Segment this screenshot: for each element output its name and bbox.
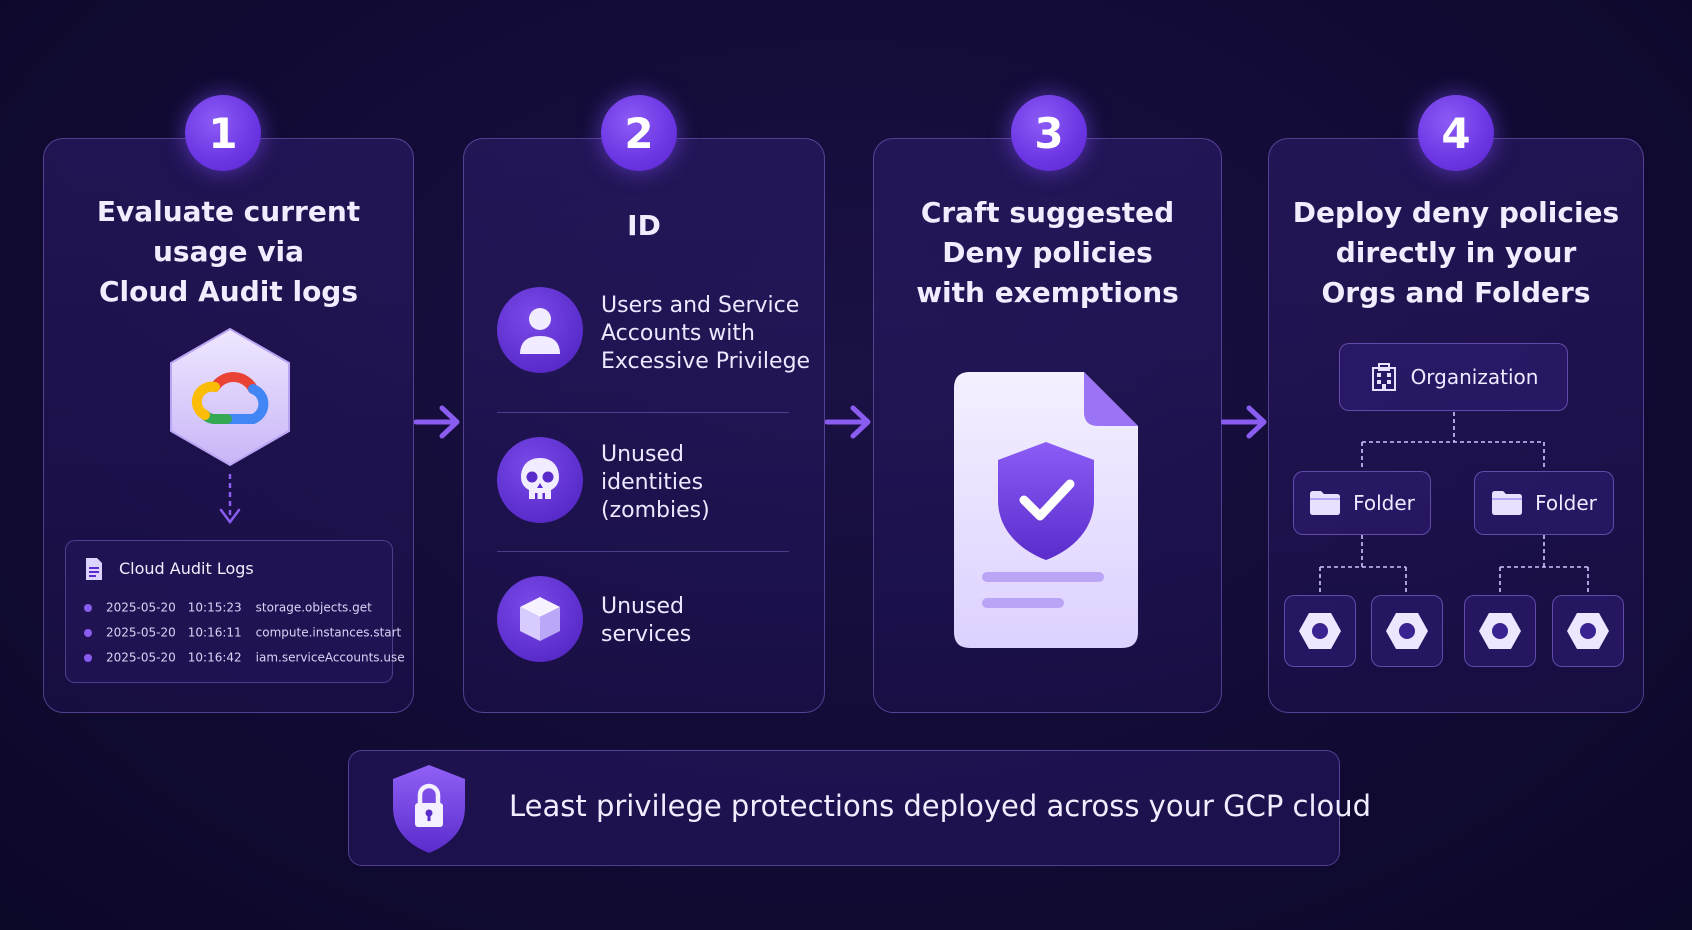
resource-node	[1552, 595, 1624, 667]
step-3-badge: 3	[1011, 95, 1087, 171]
organization-node: Organization	[1339, 343, 1568, 411]
step-1-badge: 1	[185, 95, 261, 171]
step-number: 3	[1034, 108, 1064, 158]
google-cloud-icon	[170, 327, 290, 467]
step-4-title: Deploy deny policies directly in your Or…	[1292, 196, 1620, 309]
cube-icon	[520, 597, 560, 641]
audit-log-title: Cloud Audit Logs	[119, 559, 254, 578]
bullet-icon	[84, 653, 92, 662]
identity-icon-circle	[497, 287, 583, 373]
step-number: 2	[624, 108, 654, 158]
arrow-right-icon	[414, 405, 460, 439]
bullet-icon	[84, 603, 92, 612]
folder-node: Folder	[1474, 471, 1614, 535]
folder-icon	[1492, 491, 1523, 515]
resource-node	[1464, 595, 1536, 667]
node-label: Folder	[1535, 491, 1597, 515]
step-2-title: ID	[627, 209, 661, 242]
divider	[497, 412, 789, 413]
down-arrow-icon	[219, 474, 241, 525]
summary-text: Least privilege protections deployed acr…	[509, 789, 1372, 823]
hexagon-nut-icon	[1386, 613, 1428, 649]
identity-label: Users and Service Accounts with Excessiv…	[601, 293, 811, 374]
arrow-right-icon	[1221, 405, 1267, 439]
step-4-badge: 4	[1418, 95, 1494, 171]
building-icon	[1371, 363, 1396, 391]
hexagon-nut-icon	[1567, 613, 1609, 649]
resource-node	[1284, 595, 1356, 667]
resource-node	[1371, 595, 1443, 667]
skull-icon	[521, 458, 559, 499]
step-1-title: Evaluate current usage via Cloud Audit l…	[96, 195, 361, 308]
hierarchy-connectors	[1319, 412, 1589, 595]
folder-node: Folder	[1293, 471, 1431, 535]
bullet-icon	[84, 628, 92, 637]
document-icon	[86, 558, 102, 580]
identity-icon-circle	[497, 576, 583, 662]
divider	[497, 551, 789, 552]
step-number: 4	[1441, 108, 1471, 158]
step-2-badge: 2	[601, 95, 677, 171]
summary-banner: Least privilege protections deployed acr…	[348, 750, 1371, 866]
identity-label: Unused identities (zombies)	[601, 442, 710, 523]
folder-icon	[1310, 491, 1341, 515]
node-label: Organization	[1410, 365, 1539, 389]
user-icon	[520, 308, 560, 354]
identity-label: Unused services	[601, 594, 692, 647]
arrow-right-icon	[825, 405, 871, 439]
shield-lock-icon	[393, 765, 465, 853]
step-3-title: Craft suggested Deny policies with exemp…	[916, 196, 1179, 309]
hexagon-nut-icon	[1299, 613, 1341, 649]
identity-icon-circle	[497, 437, 583, 523]
step-number: 1	[208, 108, 238, 158]
hexagon-nut-icon	[1479, 613, 1521, 649]
policy-document-icon	[954, 372, 1138, 648]
node-label: Folder	[1353, 491, 1415, 515]
